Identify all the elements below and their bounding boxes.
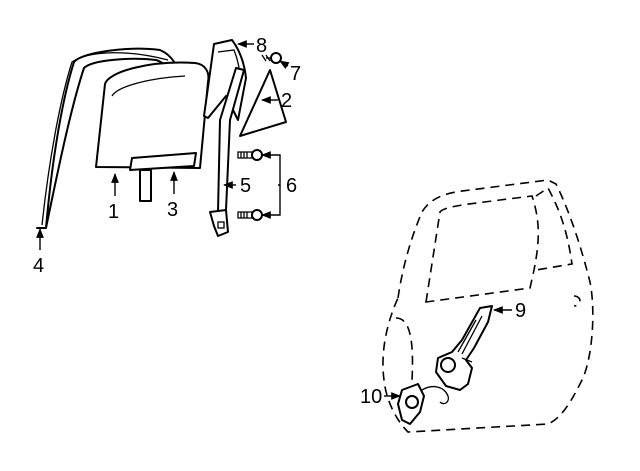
leader-lines	[36, 40, 512, 400]
callout-7: 7	[290, 63, 301, 85]
leader-line-6-upper	[261, 151, 281, 186]
screw	[261, 52, 282, 64]
channel-lower	[209, 209, 229, 237]
callout-8: 8	[256, 35, 267, 57]
callout-1: 1	[108, 201, 119, 223]
door-glass	[95, 61, 210, 169]
bolt-upper	[237, 149, 263, 161]
window-regulator	[435, 305, 493, 391]
bolt-lower	[237, 209, 263, 221]
callout-6: 6	[286, 175, 297, 197]
callout-10: 10	[360, 386, 382, 408]
rear-door-outline	[382, 179, 594, 433]
leader-line-7	[279, 60, 290, 69]
callout-9: 9	[515, 300, 526, 322]
callout-3: 3	[167, 199, 178, 221]
callout-4: 4	[33, 255, 44, 277]
glass-channel	[129, 152, 197, 202]
callout-5: 5	[240, 175, 251, 197]
division-bar	[203, 39, 247, 213]
callout-2: 2	[281, 90, 292, 112]
regulator-motor	[397, 383, 450, 425]
quarter-glass	[239, 69, 287, 137]
leader-line-6-lower	[261, 185, 281, 219]
